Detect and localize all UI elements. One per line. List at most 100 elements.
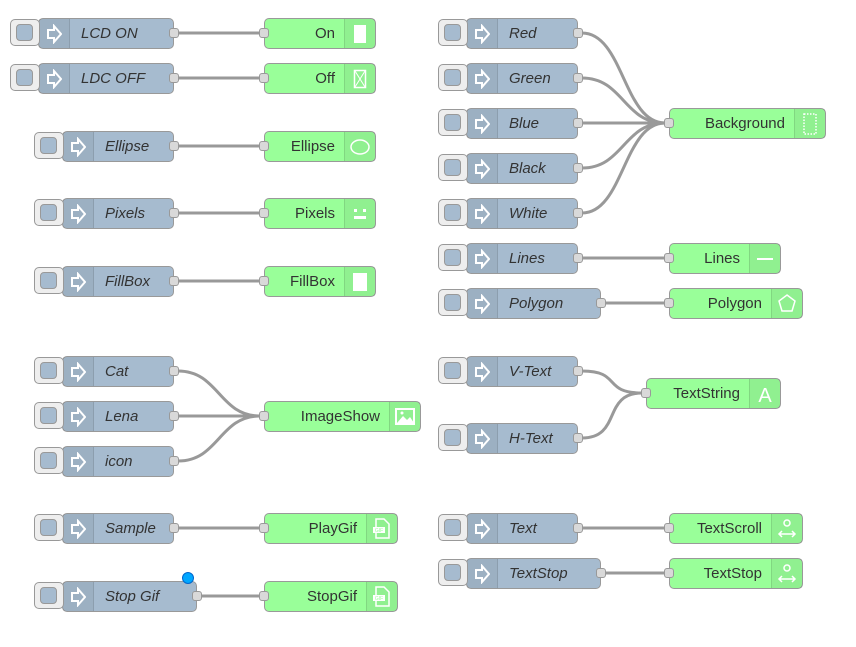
output-port[interactable] [169, 73, 179, 83]
inject-node-lcd-on[interactable]: LCD ON [38, 18, 179, 49]
inject-node-lena[interactable]: Lena [62, 401, 179, 432]
inject-node-red[interactable]: Red [466, 18, 583, 49]
inject-trigger-button[interactable] [438, 514, 468, 541]
wire[interactable] [581, 76, 666, 125]
output-port[interactable] [169, 208, 179, 218]
input-port[interactable] [664, 298, 674, 308]
inject-trigger-button[interactable] [34, 267, 64, 294]
wire[interactable] [581, 121, 666, 215]
output-port[interactable] [169, 276, 179, 286]
inject-node-text[interactable]: Text [466, 513, 583, 544]
inject-trigger-button[interactable] [438, 244, 468, 271]
inject-trigger-button[interactable] [34, 402, 64, 429]
input-port[interactable] [259, 141, 269, 151]
output-node-on[interactable]: On [259, 18, 376, 49]
input-port[interactable] [664, 118, 674, 128]
inject-node-polygon[interactable]: Polygon [466, 288, 606, 319]
inject-node-sample[interactable]: Sample [62, 513, 179, 544]
inject-trigger-button[interactable] [438, 19, 468, 46]
wire[interactable] [581, 121, 666, 170]
inject-trigger-button[interactable] [10, 64, 40, 91]
inject-trigger-button[interactable] [10, 19, 40, 46]
input-port[interactable] [664, 253, 674, 263]
output-port[interactable] [169, 456, 179, 466]
output-port[interactable] [573, 523, 583, 533]
output-node-imageshow[interactable]: ImageShow [259, 401, 421, 432]
output-port[interactable] [596, 298, 606, 308]
input-port[interactable] [641, 388, 651, 398]
input-port[interactable] [664, 523, 674, 533]
output-node-textscroll[interactable]: TextScroll [664, 513, 803, 544]
output-node-fillbox[interactable]: FillBox [259, 266, 376, 297]
output-node-textstop[interactable]: TextStop [664, 558, 803, 589]
output-port[interactable] [192, 591, 202, 601]
wire[interactable] [581, 31, 666, 125]
output-port[interactable] [573, 433, 583, 443]
inject-trigger-button[interactable] [438, 64, 468, 91]
inject-trigger-button[interactable] [438, 109, 468, 136]
inject-node-blue[interactable]: Blue [466, 108, 583, 139]
input-port[interactable] [259, 208, 269, 218]
inject-node-icon[interactable]: icon [62, 446, 179, 477]
input-port[interactable] [259, 591, 269, 601]
output-port[interactable] [596, 568, 606, 578]
output-port[interactable] [573, 163, 583, 173]
input-port[interactable] [259, 73, 269, 83]
output-port[interactable] [573, 28, 583, 38]
output-port[interactable] [169, 141, 179, 151]
output-port[interactable] [573, 73, 583, 83]
input-port[interactable] [259, 276, 269, 286]
inject-node-v-text[interactable]: V-Text [466, 356, 583, 387]
input-port[interactable] [259, 411, 269, 421]
inject-trigger-button[interactable] [438, 357, 468, 384]
input-port[interactable] [259, 28, 269, 38]
inject-node-cat[interactable]: Cat [62, 356, 179, 387]
output-node-lines[interactable]: Lines [664, 243, 781, 274]
wire[interactable] [177, 414, 261, 463]
inject-trigger-button[interactable] [438, 199, 468, 226]
inject-trigger-button[interactable] [438, 559, 468, 586]
wire[interactable] [177, 369, 261, 418]
input-port[interactable] [664, 568, 674, 578]
wire[interactable] [581, 391, 643, 440]
inject-node-stop-gif[interactable]: Stop Gif [62, 581, 202, 612]
output-port[interactable] [169, 28, 179, 38]
inject-trigger-button[interactable] [438, 424, 468, 451]
inject-node-black[interactable]: Black [466, 153, 583, 184]
input-port[interactable] [259, 523, 269, 533]
output-port[interactable] [169, 411, 179, 421]
inject-node-lines[interactable]: Lines [466, 243, 583, 274]
inject-trigger-button[interactable] [438, 154, 468, 181]
inject-trigger-button[interactable] [34, 514, 64, 541]
output-node-pixels[interactable]: Pixels [259, 198, 376, 229]
output-port[interactable] [573, 208, 583, 218]
output-node-background[interactable]: Background [664, 108, 826, 139]
output-port[interactable] [169, 523, 179, 533]
inject-node-ldc-off[interactable]: LDC OFF [38, 63, 179, 94]
output-port[interactable] [169, 366, 179, 376]
inject-trigger-button[interactable] [34, 357, 64, 384]
inject-trigger-button[interactable] [34, 447, 64, 474]
inject-node-ellipse[interactable]: Ellipse [62, 131, 179, 162]
inject-trigger-button[interactable] [34, 132, 64, 159]
node-label: icon [105, 453, 133, 470]
wire[interactable] [581, 369, 643, 395]
output-port[interactable] [573, 118, 583, 128]
inject-node-textstop[interactable]: TextStop [466, 558, 606, 589]
inject-node-white[interactable]: White [466, 198, 583, 229]
output-port[interactable] [573, 366, 583, 376]
inject-node-green[interactable]: Green [466, 63, 583, 94]
output-node-off[interactable]: Off [259, 63, 376, 94]
output-node-polygon[interactable]: Polygon [664, 288, 803, 319]
inject-node-pixels[interactable]: Pixels [62, 198, 179, 229]
inject-trigger-button[interactable] [34, 199, 64, 226]
output-node-ellipse[interactable]: Ellipse [259, 131, 376, 162]
inject-node-h-text[interactable]: H-Text [466, 423, 583, 454]
inject-node-fillbox[interactable]: FillBox [62, 266, 179, 297]
inject-trigger-button[interactable] [34, 582, 64, 609]
output-port[interactable] [573, 253, 583, 263]
inject-trigger-button[interactable] [438, 289, 468, 316]
